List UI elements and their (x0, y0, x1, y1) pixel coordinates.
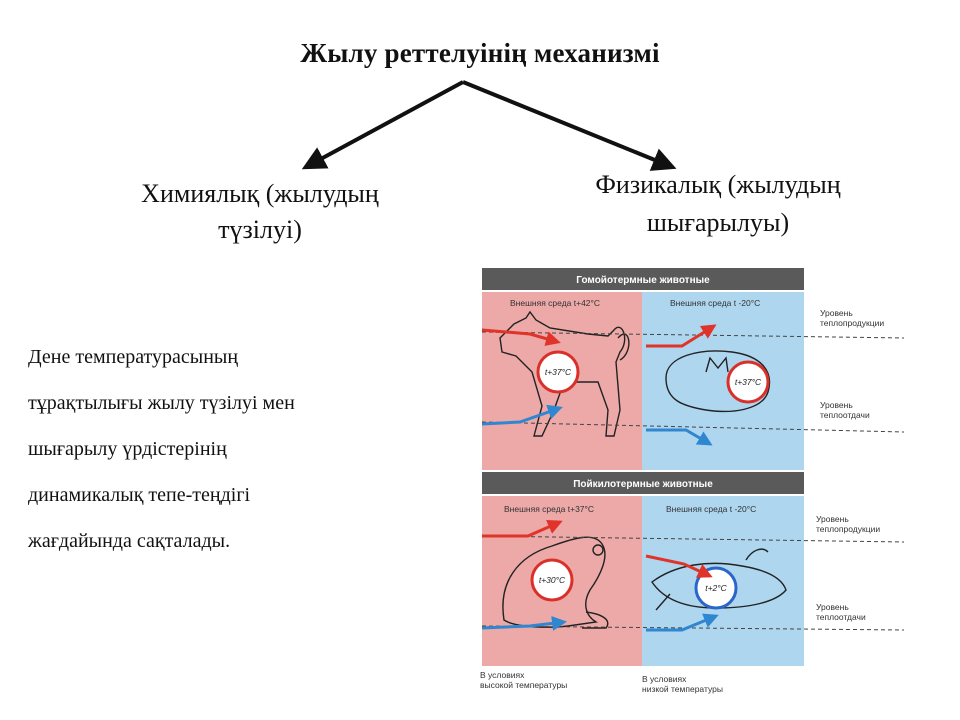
caption-low-b: низкой температуры (642, 684, 723, 694)
caption-low-a: В условиях (642, 674, 687, 684)
heat-loss-level-line (481, 421, 905, 433)
arrow-heat-loss-warm-2 (481, 615, 567, 631)
cat-temp-circle (726, 360, 770, 404)
dog-illustration (499, 310, 630, 437)
branch-arrow-left (301, 80, 464, 170)
arrow-heat-loss-warm (481, 404, 563, 426)
heat-prod-level-line-2 (481, 535, 905, 543)
frog-cold-temp: t+2°C (705, 583, 727, 593)
poikilo-banner-text: Пойкилотермные животные (573, 479, 713, 490)
label-heat-loss-2a: Уровень (816, 602, 849, 612)
frog-cold-temp-circle (694, 566, 738, 610)
branch-physical-line-1: Физикалық (жылудың (595, 170, 841, 199)
label-heat-prod-2b: теплопродукции (816, 524, 880, 534)
thermoregulation-figure: Гомойотермные животные Внешняя среда t+4… (480, 268, 905, 694)
cat-illustration (665, 350, 771, 413)
caption-high-a: В условиях (480, 670, 525, 680)
arrow-heat-prod-warm (481, 328, 561, 346)
branch-physical-line-2: шығарылуы) (646, 208, 790, 237)
homeo-banner (482, 268, 804, 290)
label-heat-loss-2b: теплоотдачи (816, 612, 866, 622)
frog-hot-temp: t+30°C (539, 575, 566, 585)
description-line: динамикалық тепе-теңдігі (28, 484, 251, 506)
poikilo-hot-env: Внешняя среда t+37°C (504, 504, 594, 514)
homeo-cold-env: Внешняя среда t -20°C (670, 298, 760, 308)
branch-arrow-right (462, 80, 677, 171)
label-heat-loss-1a: Уровень (820, 400, 853, 410)
page-title: Жылу реттелуінің механизмі (300, 38, 660, 68)
description-line: шығарылу үрдістерінің (28, 438, 227, 460)
branch-chemical-line-2: түзілуі) (218, 215, 302, 244)
cat-temp: t+37°C (735, 377, 762, 387)
description-line: Дене температурасының (28, 346, 239, 368)
label-heat-prod-1b: теплопродукции (820, 318, 884, 328)
arrow-heat-prod-cold-2 (645, 554, 713, 578)
description-line: жағдайында сақталады. (28, 530, 231, 552)
arrow-heat-prod-warm-2 (482, 519, 563, 538)
arrow-heat-loss-cold-2 (646, 613, 719, 632)
homeo-banner-text: Гомойотермные животные (576, 275, 710, 286)
poikilo-banner (482, 472, 804, 494)
caption-high-b: высокой температуры (480, 680, 567, 690)
branch-chemical-line-1: Химиялық (жылудың (141, 179, 379, 208)
branch-chemical: Химиялық (жылудың түзілуі) (90, 176, 430, 248)
poikilo-cold-env: Внешняя среда t -20°C (666, 504, 756, 514)
frog-hot-temp-circle (530, 558, 574, 602)
frog-illustration-cold (651, 548, 787, 611)
arrow-heat-loss-cold (646, 428, 713, 446)
branch-physical: Физикалық (жылудың шығарылуы) (548, 166, 888, 242)
dog-temp: t+37°C (545, 367, 572, 377)
homeo-cool-panel (642, 292, 804, 470)
label-heat-prod-2a: Уровень (816, 514, 849, 524)
description: Дене температурасының тұрақтылығы жылу т… (28, 334, 438, 564)
arrow-heat-prod-cold (646, 324, 717, 348)
homeo-hot-env: Внешняя среда t+42°C (510, 298, 600, 308)
description-line: тұрақтылығы жылу түзілуі мен (28, 392, 295, 414)
dog-temp-circle (536, 350, 580, 394)
label-heat-prod-1a: Уровень (820, 308, 853, 318)
label-heat-loss-1b: теплоотдачи (820, 410, 870, 420)
